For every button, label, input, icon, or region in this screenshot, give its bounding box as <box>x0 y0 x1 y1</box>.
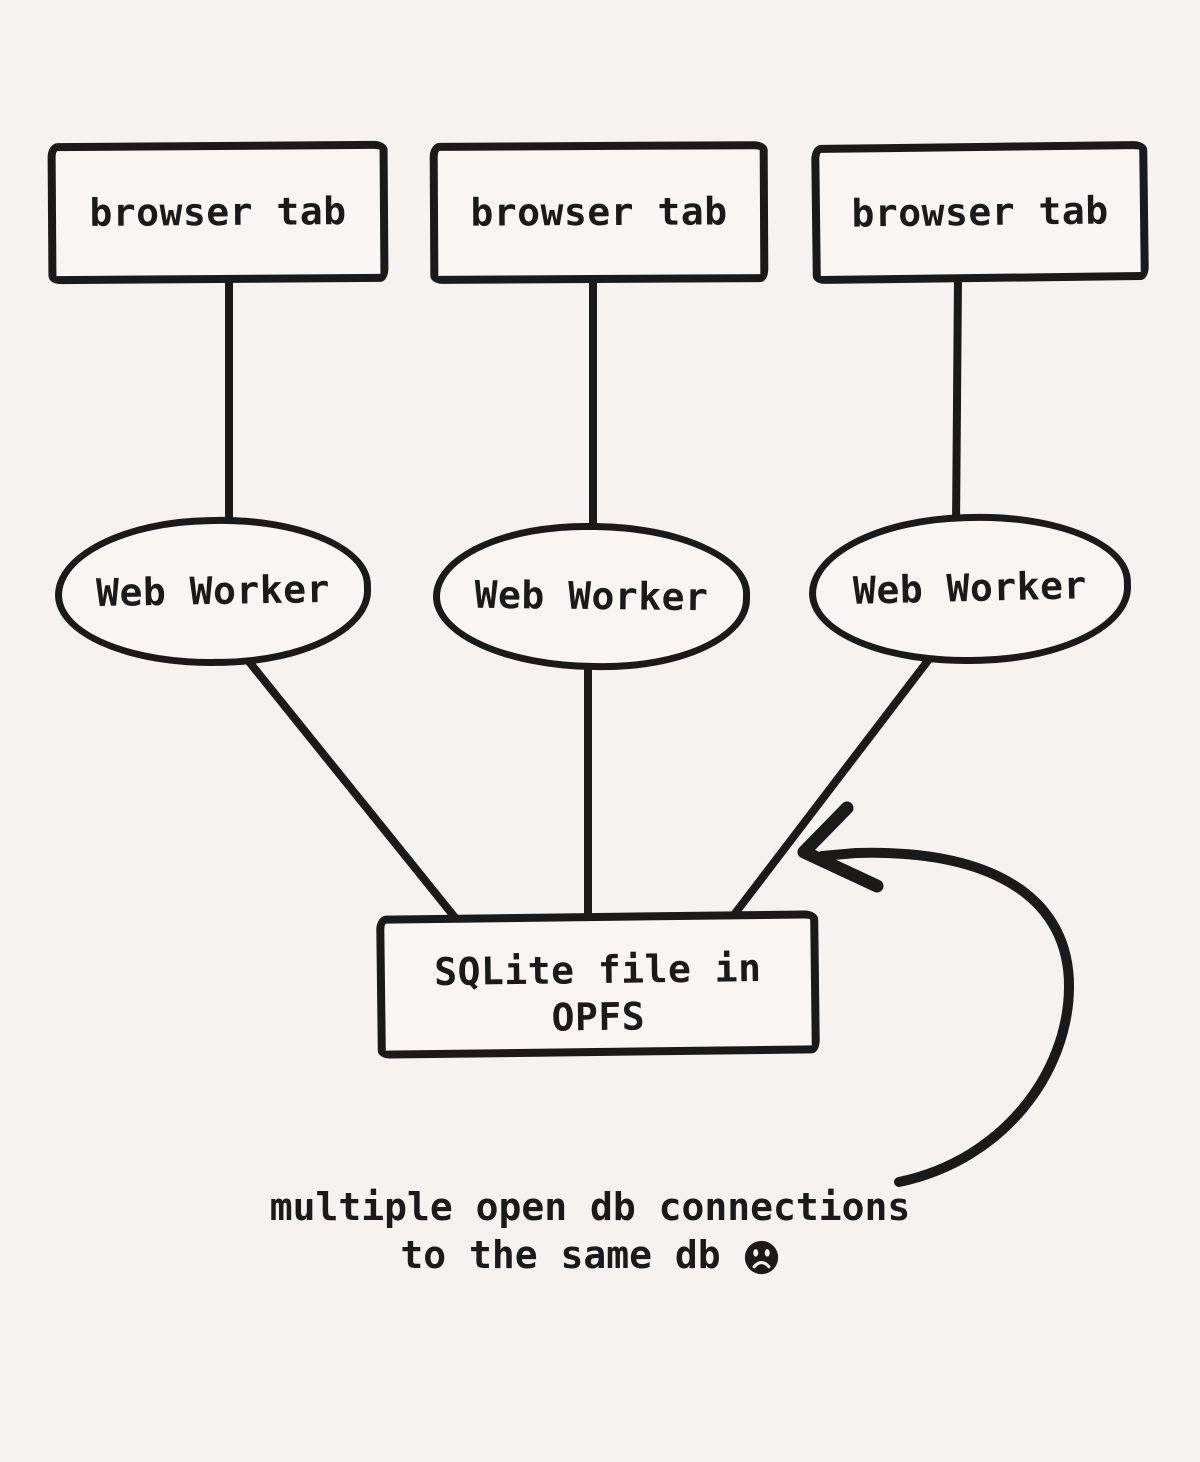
edge-worker3-sqlite <box>726 650 937 924</box>
sqlite-label-line2: OPFS <box>551 993 646 1040</box>
caption-line2: to the same db <box>0 1232 1180 1278</box>
browser-tab-3-label: browser tab <box>851 188 1109 236</box>
annotation-arrow-tail <box>817 847 1075 1187</box>
annotation-arrow-head <box>797 801 884 893</box>
edge-tab3-worker3 <box>952 275 962 531</box>
node-browser-tab-1: browser tab <box>47 140 389 285</box>
browser-tab-2-label: browser tab <box>470 189 728 235</box>
edge-worker1-sqlite <box>242 654 461 924</box>
browser-tab-1-label: browser tab <box>89 188 347 235</box>
node-browser-tab-3: browser tab <box>811 140 1149 285</box>
web-worker-1-label: Web Worker <box>95 566 331 615</box>
caption: multiple open db connections to the same… <box>0 1184 1180 1278</box>
node-browser-tab-2: browser tab <box>429 141 769 284</box>
web-worker-2-label: Web Worker <box>474 572 709 619</box>
web-worker-3-label: Web Worker <box>852 563 1088 614</box>
frowning-face-icon <box>744 1240 778 1274</box>
caption-line1: multiple open db connections <box>269 1185 911 1229</box>
sqlite-label-line1: SQLite file in <box>433 945 762 994</box>
node-sqlite-file: SQLite file in OPFS <box>376 910 820 1059</box>
caption-line2-text: to the same db <box>400 1233 721 1277</box>
